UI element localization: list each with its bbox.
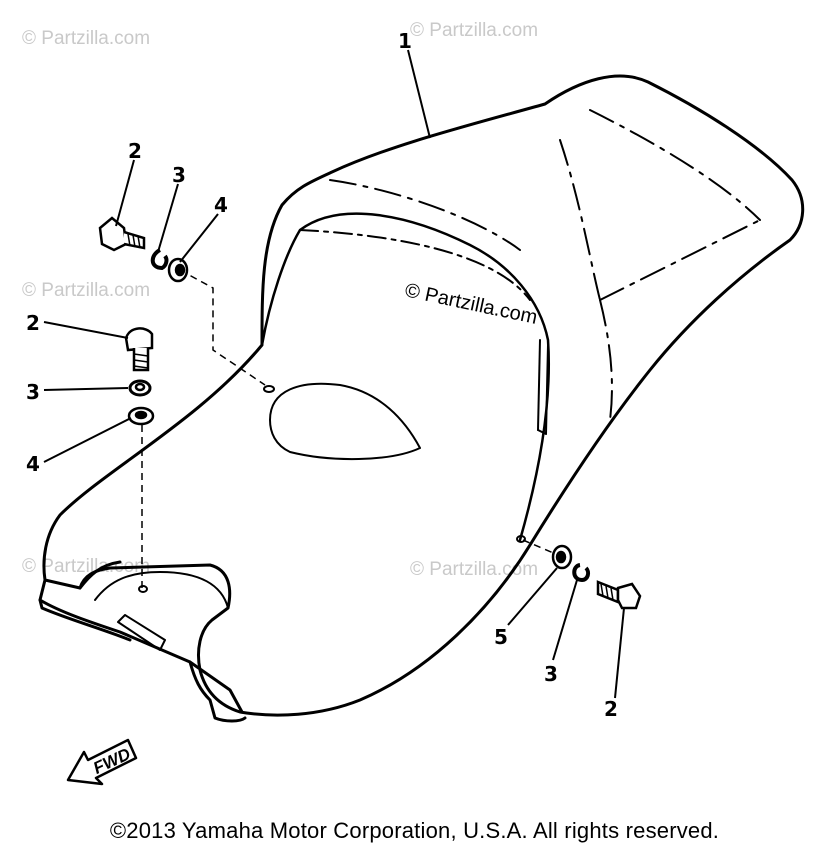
spring-washer-right [572,563,591,583]
seat-assembly [38,74,805,723]
callout-2-top: 2 [128,139,142,163]
callout-3-right: 3 [544,662,558,686]
leader-lines [43,49,625,699]
alignment-lines [141,269,559,588]
bolt-left [124,327,154,372]
spring-washer-top [150,248,169,271]
watermark-tl: © Partzilla.com [22,28,150,49]
callout-2-right: 2 [604,697,618,721]
fwd-arrow: FWD [66,738,138,786]
callout-2-left: 2 [26,311,40,335]
callout-4-top: 4 [214,193,228,217]
watermark-ml: © Partzilla.com [22,280,150,301]
washer-left [127,406,155,426]
callout-1: 1 [398,29,412,53]
washer-top [167,257,189,283]
fasteners [98,216,642,610]
watermark-bc: © Partzilla.com [410,559,538,580]
callout-4-left: 4 [26,452,40,476]
callout-3-left: 3 [26,380,40,404]
watermark-tc: © Partzilla.com [410,20,538,41]
callouts: 1 2 3 4 2 3 4 5 3 2 [26,29,618,721]
callout-3-top: 3 [172,163,186,187]
bolt-top [98,216,146,252]
callout-5-right: 5 [494,625,508,649]
fwd-arrow-icon [66,738,138,786]
bolt-right [596,580,642,610]
copyright-notice: ©2013 Yamaha Motor Corporation, U.S.A. A… [109,818,720,843]
spring-washer-left [128,379,152,397]
washer-right [551,544,573,570]
watermark-grid: © Partzilla.com © Partzilla.com © Partzi… [22,20,538,580]
